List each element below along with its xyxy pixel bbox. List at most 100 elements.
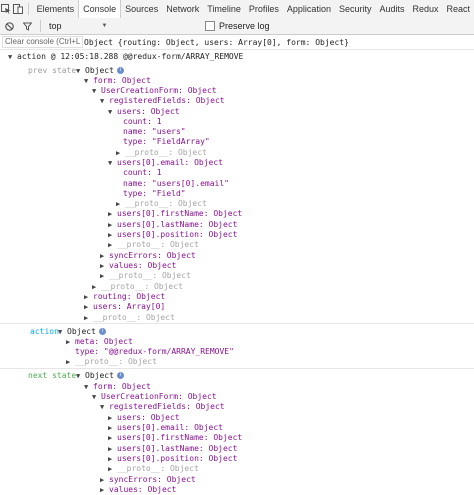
filter-icon[interactable]: [18, 17, 36, 35]
action-group-header[interactable]: ▼action @ 12:05:18.288 @@redux-form/ARRA…: [8, 52, 243, 62]
tab-console[interactable]: Console: [78, 0, 122, 18]
tree-row-text: __proto__: Object: [117, 464, 199, 473]
tree-row-text: Object {routing: Object, users: Array[0]…: [84, 38, 349, 47]
tree-row[interactable]: ▼ users: Object: [108, 107, 180, 117]
tree-row[interactable]: ▼form: Object: [84, 76, 151, 86]
tree-row[interactable]: ▼registeredFields: Object: [100, 96, 225, 106]
tree-row-text: type: "FieldArray": [123, 137, 210, 146]
tab-security[interactable]: Security: [338, 4, 372, 14]
tree-row: name: "users": [123, 127, 186, 137]
tree-row[interactable]: ▶values: Object: [100, 261, 176, 271]
tree-row[interactable]: ▶__proto__: Object: [100, 271, 191, 281]
tab-elements[interactable]: Elements: [36, 4, 75, 14]
collapsed-arrow-icon: ▶: [84, 314, 89, 322]
tree-row-text: count: 1: [123, 117, 162, 126]
tree-row-text: users[0].email: Object: [117, 423, 223, 432]
expanded-arrow-icon: ▼: [92, 393, 97, 401]
collapsed-arrow-icon: ▶: [108, 424, 113, 432]
log-message[interactable]: Object {routing: Object, users: Array[0]…: [84, 38, 349, 48]
tree-row[interactable]: ▶syncErrors: Object: [100, 251, 196, 261]
expanded-arrow-icon: ▼: [76, 67, 81, 75]
tooltip-text: Clear console (: [5, 37, 59, 46]
tree-row[interactable]: ▶ __proto__: Object: [84, 313, 175, 323]
tree-row-text: users[0].lastName: Object: [117, 444, 238, 453]
tree-row[interactable]: ▼users[0].email: Object: [108, 158, 223, 168]
tree-row[interactable]: ▼form: Object: [84, 382, 151, 392]
tree-row[interactable]: ▶users[0].position: Object: [108, 454, 237, 464]
prev-state-label: prev state: [28, 66, 77, 75]
tree-row-text: __proto__: Object: [125, 148, 207, 157]
tab-audits[interactable]: Audits: [379, 4, 405, 14]
tab-sources[interactable]: Sources: [125, 4, 159, 14]
tree-row[interactable]: ▼registeredFields: Object: [100, 402, 225, 412]
action-label: action: [30, 327, 59, 336]
toolbar-divider: [40, 20, 41, 32]
tab-network[interactable]: Network: [166, 4, 200, 14]
preserve-log-toggle[interactable]: Preserve log: [205, 21, 270, 31]
tree-row-text: users[0].firstName: Object: [117, 209, 243, 218]
tree-row[interactable]: ▼UserCreationForm: Object: [92, 392, 217, 402]
console-log[interactable]: Object {routing: Object, users: Array[0]…: [0, 35, 474, 495]
device-toolbar-icon[interactable]: [12, 0, 24, 18]
tree-row[interactable]: ▶users[0].firstName: Object: [108, 433, 242, 443]
tree-row-text: users[0].position: Object: [117, 454, 238, 463]
tab-react[interactable]: React: [446, 4, 471, 14]
tree-row-text: __proto__: Object: [93, 313, 175, 322]
tab-application[interactable]: Application: [286, 4, 331, 14]
tree-row[interactable]: ▶users[0].firstName: Object: [108, 209, 242, 219]
tree-row[interactable]: ▶users: Array[0]: [84, 302, 165, 312]
tab-profiles[interactable]: Profiles: [248, 4, 279, 14]
log-divider: [0, 49, 474, 50]
collapsed-arrow-icon: ▶: [108, 445, 113, 453]
tree-row[interactable]: ▶ users[0].lastName: Object: [108, 444, 237, 454]
tree-row[interactable]: ▶users: Object: [108, 413, 180, 423]
inspect-element-icon[interactable]: [0, 0, 12, 18]
collapsed-arrow-icon: ▶: [84, 293, 89, 301]
tree-row[interactable]: ▶users[0].position: Object: [108, 230, 237, 240]
tree-row[interactable]: ▶meta: Object: [66, 337, 133, 347]
tree-row[interactable]: ▶__proto__: Object: [116, 148, 207, 158]
clear-console-icon[interactable]: [0, 17, 18, 35]
expanded-arrow-icon: ▼: [108, 159, 113, 167]
tree-row-text: __proto__: Object: [125, 199, 207, 208]
tree-row[interactable]: ▶__proto__: Object: [92, 282, 183, 292]
tree-row-text: Object: [85, 66, 114, 75]
collapsed-arrow-icon: ▶: [66, 358, 71, 366]
log-divider: [0, 368, 474, 369]
collapsed-arrow-icon: ▶: [100, 476, 105, 484]
tree-row[interactable]: ▶__proto__: Object: [66, 357, 157, 367]
tree-row[interactable]: ▶__proto__: Object: [108, 240, 199, 250]
tree-row[interactable]: ▶routing: Object: [84, 292, 165, 302]
tree-row[interactable]: ▶__proto__: Object: [116, 199, 207, 209]
info-icon: i: [116, 372, 124, 379]
collapsed-arrow-icon: ▶: [108, 231, 113, 239]
tree-row[interactable]: ▶values: Object: [100, 485, 176, 495]
expanded-arrow-icon: ▼: [84, 383, 89, 391]
expanded-arrow-icon: ▼: [76, 372, 81, 380]
expanded-arrow-icon: ▼: [108, 108, 113, 116]
expanded-arrow-icon: ▼: [84, 77, 89, 85]
tab-timeline[interactable]: Timeline: [207, 4, 241, 14]
collapsed-arrow-icon: ▶: [108, 221, 113, 229]
info-icon: i: [98, 328, 106, 335]
log-divider: [0, 323, 474, 324]
collapsed-arrow-icon: ▶: [84, 303, 89, 311]
chevron-down-icon: ▼: [101, 23, 108, 29]
context-selector[interactable]: top ▼: [49, 21, 199, 31]
tab-redux[interactable]: Redux: [412, 4, 439, 14]
tree-row-text: syncErrors: Object: [109, 475, 196, 484]
tree-row-text: type: "Field": [123, 189, 186, 198]
info-icon: i: [116, 67, 124, 74]
tree-row[interactable]: ▶ users[0].email: Object: [108, 423, 223, 433]
tree-row[interactable]: ▶users[0].lastName: Object: [108, 220, 237, 230]
tree-row[interactable]: ▼UserCreationForm: Object: [92, 86, 217, 96]
tree-row[interactable]: ▶__proto__: Object: [108, 464, 199, 474]
preserve-log-checkbox[interactable]: [205, 21, 215, 31]
tree-row-text: __proto__: Object: [101, 282, 183, 291]
tree-row-text: users: Object: [117, 107, 180, 116]
tree-row[interactable]: ▶ syncErrors: Object: [100, 475, 196, 485]
collapsed-arrow-icon: ▶: [100, 272, 105, 280]
